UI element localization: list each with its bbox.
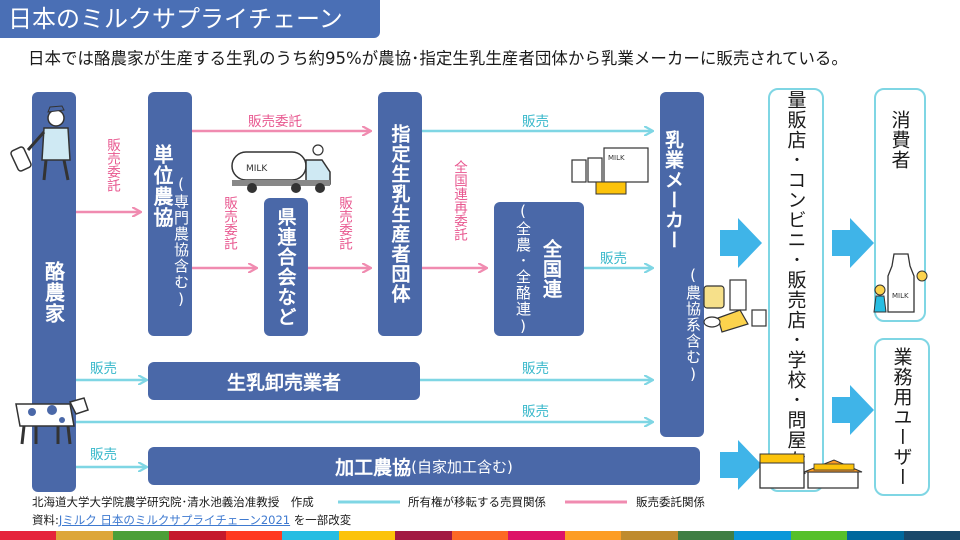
label-consign-farmer: 販売委託 xyxy=(104,138,120,192)
big-arrow-retail-to-consumer xyxy=(832,218,874,268)
stripe-segment xyxy=(508,531,565,540)
retail-box: 量販店･コンビニ･販売店･学校･問屋など xyxy=(768,88,824,492)
legend-consignment: 販売委託関係 xyxy=(636,495,705,509)
unit-coop-box: 単位農協 (専門農協含む) xyxy=(148,92,192,336)
label-consign-to-prefecture: 販売委託 xyxy=(221,196,237,250)
stripe-segment xyxy=(734,531,791,540)
label-sale-wholesaler-maker: 販売 xyxy=(522,361,549,377)
source-link[interactable]: Jミルク 日本のミルクサプライチェーン2021 xyxy=(58,513,291,527)
dairy-maker-box: 乳業メーカー (農協系含む) xyxy=(660,92,704,437)
wholesaler-box: 生乳卸売業者 xyxy=(148,362,420,400)
tanker-truck-icon: MILK xyxy=(231,144,331,193)
svg-text:MILK: MILK xyxy=(608,154,625,162)
label-reconsign: 全国連再委託 xyxy=(451,160,467,241)
stripe-segment xyxy=(225,531,283,540)
stripe-segment xyxy=(282,531,339,540)
big-arrow-retail-to-business xyxy=(832,385,874,435)
dairy-factory-icon: MILK xyxy=(571,147,649,195)
stripe-segment xyxy=(0,531,57,540)
stripe-segment xyxy=(56,531,113,540)
stripe-segment xyxy=(112,531,170,540)
processing-coop-box: 加工農協 (自家加工含む) xyxy=(148,447,700,485)
dairy-products-icon xyxy=(703,279,767,333)
label-sale-zenkokuren: 販売 xyxy=(600,251,627,267)
prefecture-federation-box: 県連合会など xyxy=(264,198,308,336)
svg-text:MILK: MILK xyxy=(892,292,909,300)
stripe-segment xyxy=(847,531,904,540)
big-arrow-maker-to-retail xyxy=(720,218,762,268)
stripe-segment xyxy=(169,531,226,540)
stripe-segment xyxy=(903,531,960,540)
svg-text:MILK: MILK xyxy=(246,164,268,174)
page-subtitle: 日本では酪農家が生産する生乳のうち約95%が農協･指定生乳生産者団体から乳業メー… xyxy=(28,49,848,68)
stripe-segment xyxy=(564,531,622,540)
label-consign-unitcoop: 販売委託 xyxy=(248,114,302,130)
business-user-box: 業務用ユーザー xyxy=(874,338,930,496)
label-sale-designated: 販売 xyxy=(522,114,549,130)
credit-source-prefix: 資料: xyxy=(32,513,59,527)
label-sale-farmer-wholesaler: 販売 xyxy=(90,361,117,377)
zenkokuren-box: (全農･全酪連) 全国連 xyxy=(494,202,584,336)
milk-bottle-icon: MILK xyxy=(873,253,928,313)
stripe-segment xyxy=(621,531,678,540)
page-title: 日本のミルクサプライチェーン xyxy=(0,0,380,38)
stripe-segment xyxy=(790,531,848,540)
stripe-segment xyxy=(395,531,452,540)
stripe-segment xyxy=(451,531,509,540)
color-stripe xyxy=(0,531,960,540)
cow-icon xyxy=(15,397,89,445)
label-sale-farmer-maker: 販売 xyxy=(522,404,549,420)
big-arrow-processing-to-retail xyxy=(720,440,762,490)
credit-author: 北海道大学大学院農学研究院･清水池義治准教授 作成 xyxy=(32,495,314,509)
farmer-icon xyxy=(10,105,71,181)
legend-ownership: 所有権が移転する売買関係 xyxy=(408,495,546,509)
credit-source: 資料:Jミルク 日本のミルクサプライチェーン2021 を一部改変 xyxy=(32,512,351,528)
shop-icon xyxy=(759,453,863,489)
label-sale-farmer-processing: 販売 xyxy=(90,447,117,463)
credit-source-suffix: を一部改変 xyxy=(293,513,352,527)
stripe-segment xyxy=(677,531,735,540)
designated-group-box: 指定生乳生産者団体 xyxy=(378,92,422,336)
stripe-segment xyxy=(338,531,396,540)
label-consign-to-designated: 販売委託 xyxy=(336,196,352,250)
